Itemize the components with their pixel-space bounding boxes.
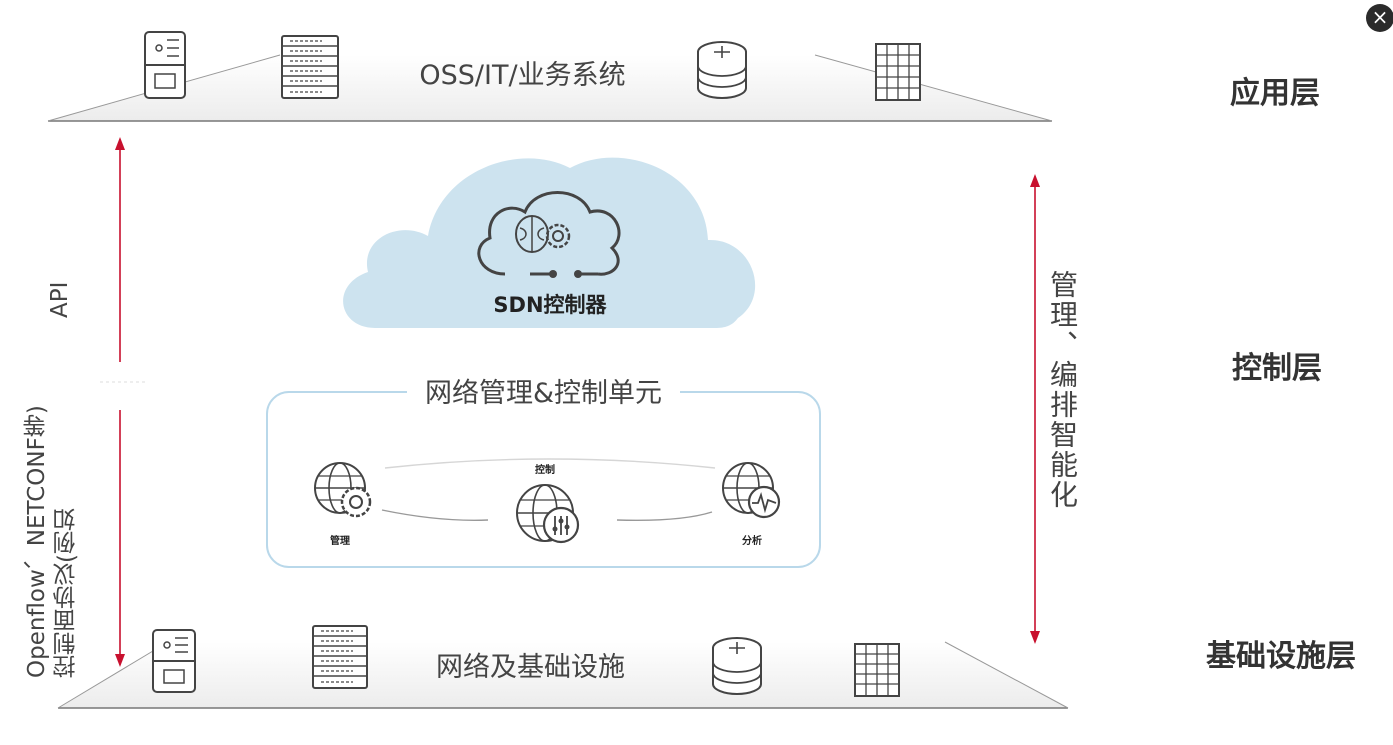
globe-gear-icon xyxy=(314,462,372,518)
bottom-plane-left-edge xyxy=(57,641,169,709)
api-arrow xyxy=(115,137,125,362)
protocol-label: 控制面协议(例如 Openflow、NETCONF等) xyxy=(22,372,88,678)
bottom-plane-label: 网络及基础设施 xyxy=(436,652,625,683)
storage-icon xyxy=(144,31,186,99)
orchestration-label: 管理、编排智能化 xyxy=(1046,270,1079,510)
router-icon xyxy=(712,637,762,695)
layer-label-application: 应用层 xyxy=(1230,76,1320,111)
storage-icon xyxy=(152,629,196,693)
protocol-label-line1: 控制面协议(例如 xyxy=(54,508,80,678)
globe-pulse-icon xyxy=(722,462,781,519)
firewall-icon xyxy=(875,43,921,101)
server-rack-icon xyxy=(312,625,368,689)
connector-control-analyze xyxy=(616,511,713,522)
bottom-plane-right-edge xyxy=(944,641,1069,709)
node-label-control: 控制 xyxy=(535,465,555,476)
router-icon xyxy=(697,41,747,99)
connector-manage-analyze xyxy=(384,458,716,469)
controller-label: SDN控制器 xyxy=(493,293,607,317)
control-unit-title-wrap: 网络管理&控制单元 xyxy=(267,371,820,410)
control-unit-title: 网络管理&控制单元 xyxy=(406,378,681,409)
protocol-label-line2: Openflow、NETCONF等) xyxy=(24,405,50,678)
controller-cloud xyxy=(343,157,756,328)
close-icon: × xyxy=(1371,5,1389,29)
connector-manage-control xyxy=(381,509,489,521)
protocol-arrow xyxy=(115,410,125,667)
firewall-icon xyxy=(854,643,900,697)
layer-label-control: 控制层 xyxy=(1232,351,1322,386)
orchestration-arrow xyxy=(1030,174,1040,644)
server-rack-icon xyxy=(281,35,339,99)
globe-sliders-icon xyxy=(516,484,580,544)
node-label-manage: 管理 xyxy=(330,536,350,547)
bottom-plane xyxy=(58,642,1068,708)
top-plane-label: OSS/IT/业务系统 xyxy=(419,60,626,91)
layer-label-infrastructure: 基础设施层 xyxy=(1206,639,1356,674)
top-plane-right-edge xyxy=(814,54,1053,122)
close-button[interactable]: × xyxy=(1366,4,1393,32)
api-label: API xyxy=(47,281,73,318)
node-label-analyze: 分析 xyxy=(742,536,762,547)
